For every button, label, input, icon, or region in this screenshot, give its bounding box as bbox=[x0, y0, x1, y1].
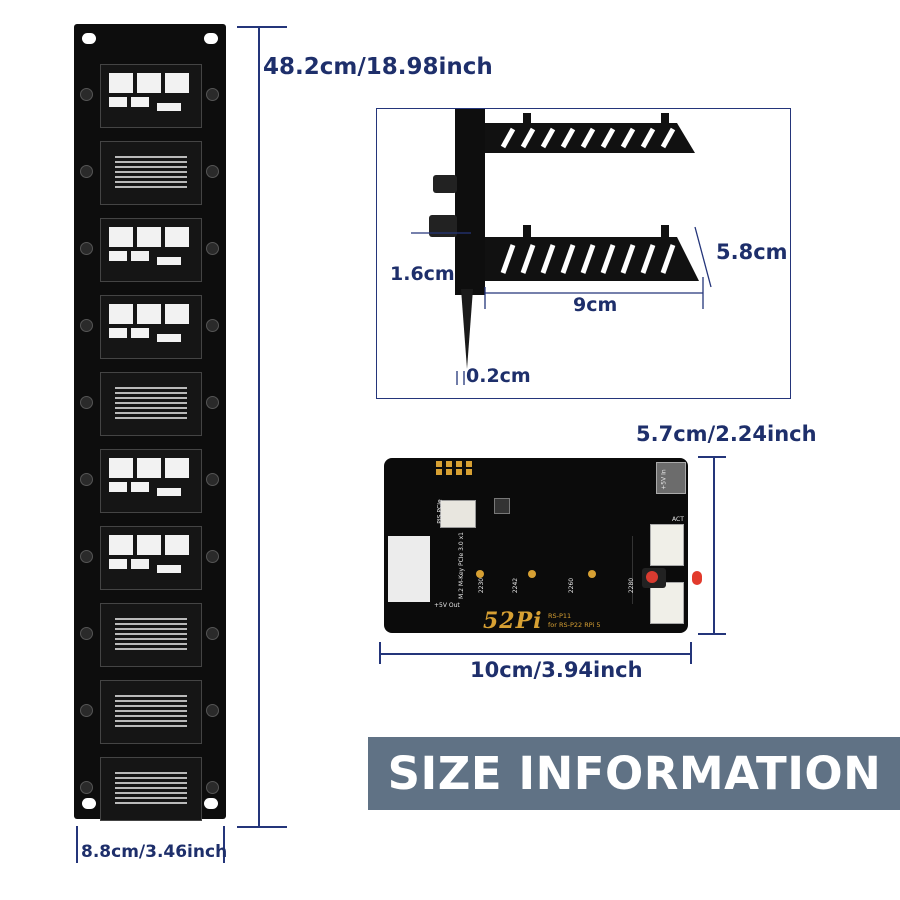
rack-bay bbox=[100, 526, 202, 590]
banner-title: SIZE INFORMATION bbox=[387, 747, 882, 800]
m2-slot bbox=[388, 536, 430, 602]
board-width-label: 10cm/3.94inch bbox=[470, 658, 643, 682]
m2-adapter-board-image: PIS PCIe M.2 M-Key PCIe 3.0 x1 2230 2242… bbox=[384, 458, 702, 634]
bracket-depth-label: 9cm bbox=[573, 294, 618, 316]
rack-height-bottom-tick bbox=[237, 826, 287, 828]
rack-bay bbox=[100, 372, 202, 436]
red-led bbox=[646, 571, 658, 583]
mount-2260 bbox=[528, 570, 536, 578]
rack-bay bbox=[100, 218, 202, 282]
usb-c-port bbox=[656, 462, 686, 494]
mounting-hole-bottom-right bbox=[204, 798, 218, 809]
rack-screw bbox=[206, 781, 219, 794]
rack-height-top-tick bbox=[237, 26, 287, 28]
silk-2280: 2280 bbox=[628, 577, 636, 594]
mounting-hole-top-left bbox=[82, 33, 96, 44]
mounting-hole-bottom-left bbox=[82, 798, 96, 809]
rack-screw bbox=[206, 550, 219, 563]
bracket-height-label: 5.8cm bbox=[716, 240, 788, 264]
rack-width-right-tick bbox=[223, 826, 225, 863]
chip bbox=[494, 498, 510, 514]
side-view-frame bbox=[376, 108, 791, 399]
rack-screw bbox=[80, 396, 93, 409]
rack-bay bbox=[100, 757, 202, 821]
rack-screw bbox=[206, 627, 219, 640]
rack-screw bbox=[80, 88, 93, 101]
pin-header bbox=[436, 461, 472, 475]
silk-2260: 2260 bbox=[568, 577, 576, 594]
rack-screw bbox=[206, 88, 219, 101]
rack-screw bbox=[80, 627, 93, 640]
plate-thickness-label: 0.2cm bbox=[466, 365, 531, 387]
board-height-label: 5.7cm/2.24inch bbox=[636, 422, 817, 446]
silk-5v-in: +5V In bbox=[660, 469, 668, 490]
mount-plate bbox=[455, 109, 485, 295]
rack-bay bbox=[100, 295, 202, 359]
silk-2242: 2242 bbox=[512, 577, 520, 594]
rack-screw bbox=[206, 319, 219, 332]
silk-2230: 2230 bbox=[478, 577, 486, 594]
board-height-line bbox=[713, 456, 715, 633]
rack-screw bbox=[80, 704, 93, 717]
bracket-thickness-label: 1.6cm bbox=[390, 263, 455, 285]
pcb-logo: 52Pi bbox=[483, 608, 543, 634]
rack-screw bbox=[80, 165, 93, 178]
jst-connector-top bbox=[650, 524, 684, 566]
m2-bay bbox=[432, 536, 633, 604]
rack-screw bbox=[206, 704, 219, 717]
rack-bay bbox=[100, 603, 202, 667]
screw-upper bbox=[433, 175, 457, 193]
rack-bay bbox=[100, 141, 202, 205]
rack-screw bbox=[80, 473, 93, 486]
mount-2280 bbox=[588, 570, 596, 578]
board-width-right-tick bbox=[690, 642, 692, 664]
rack-screw bbox=[80, 550, 93, 563]
bracket-side-view-drawing bbox=[411, 109, 712, 385]
pcb-model-sub: for RS-P22 RPi 5 bbox=[548, 621, 601, 629]
rack-screw bbox=[80, 319, 93, 332]
rack-height-line bbox=[258, 26, 260, 826]
silk-pcie: PIS PCIe bbox=[436, 499, 444, 524]
mount-2242 bbox=[476, 570, 484, 578]
rack-screw bbox=[206, 242, 219, 255]
board-height-top-tick bbox=[698, 456, 726, 458]
rack-screw bbox=[206, 165, 219, 178]
rack-width-label: 8.8cm/3.46inch bbox=[81, 842, 228, 862]
rack-bay bbox=[100, 680, 202, 744]
rack-screw bbox=[80, 242, 93, 255]
fpc-connector bbox=[440, 500, 476, 528]
board-height-bottom-tick bbox=[698, 633, 726, 635]
rack-screw bbox=[206, 396, 219, 409]
board-width-line bbox=[379, 653, 690, 655]
rack-screw bbox=[206, 473, 219, 486]
silk-5v-out: +5V Out bbox=[434, 602, 460, 609]
rack-screw bbox=[80, 781, 93, 794]
rack-panel-image bbox=[74, 24, 226, 821]
rack-width-left-tick bbox=[76, 826, 78, 863]
pcb-model: RS-P11 bbox=[548, 612, 572, 620]
size-information-banner: SIZE INFORMATION bbox=[368, 737, 900, 810]
rack-bay bbox=[100, 64, 202, 128]
screw-lower bbox=[429, 215, 457, 237]
jst-connector-bottom bbox=[650, 582, 684, 624]
plate-pin bbox=[461, 289, 473, 369]
rack-bay bbox=[100, 449, 202, 513]
rack-height-label: 48.2cm/18.98inch bbox=[263, 54, 493, 80]
silk-act: ACT bbox=[672, 516, 684, 523]
red-button-cap bbox=[692, 571, 702, 585]
mounting-hole-top-right bbox=[204, 33, 218, 44]
